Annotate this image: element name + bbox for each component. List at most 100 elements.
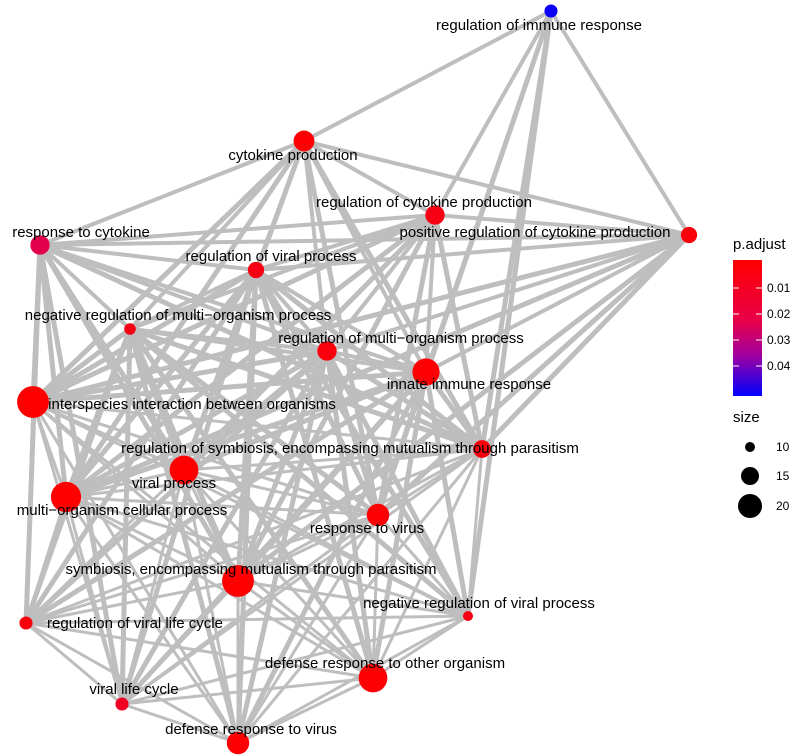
node-n5 <box>30 235 50 255</box>
edge-n11-n13 <box>64 447 484 499</box>
edge-n2-n8 <box>302 139 329 353</box>
node-n10 <box>17 386 49 418</box>
edge-n5-n6 <box>38 243 258 272</box>
edge-n4-n6 <box>254 233 691 272</box>
node-n8 <box>317 341 337 361</box>
size-legend-items: 10 15 20 <box>738 440 790 518</box>
node-label-n1: regulation of immune response <box>436 17 642 34</box>
edge-n14-n20 <box>236 513 380 745</box>
edge-n11-n16 <box>466 447 484 618</box>
node-label-n16: negative regulation of viral process <box>363 595 595 612</box>
edge-n11-n12 <box>182 447 484 472</box>
edge-n6-n17 <box>23 267 259 626</box>
edge-n8-n17 <box>23 348 330 626</box>
edge-n14-n16 <box>376 513 470 618</box>
node-label-n3: regulation of cytokine production <box>316 194 532 211</box>
edge-n14-n18 <box>371 513 380 680</box>
node-label-n7: negative regulation of multi−organism pr… <box>25 307 331 324</box>
edge-n19-n20 <box>120 702 240 745</box>
edge-n4-n15 <box>235 232 692 584</box>
edge-n9-n14 <box>375 369 429 518</box>
edge-n6-n18 <box>253 267 376 681</box>
edge-n13-n19 <box>64 495 124 706</box>
node-n3 <box>425 205 445 225</box>
node-label-n20: defense response to virus <box>165 721 337 738</box>
node-label-n17: regulation of viral life cycle <box>47 615 223 632</box>
color-legend-tick-label: 0.02 <box>767 307 791 321</box>
edge-n14-n19 <box>120 513 380 706</box>
node-n17 <box>19 616 33 630</box>
edge-n8-n15 <box>235 348 330 584</box>
edge-n8-n9 <box>325 349 428 374</box>
edge-n15-n18 <box>236 579 375 680</box>
node-n4 <box>680 226 698 244</box>
edge-n6-n9 <box>254 268 428 374</box>
edge-n10-n17 <box>24 400 35 625</box>
node-label-n10: interspecies interaction between organis… <box>48 396 336 413</box>
edge-n4-n9 <box>424 233 691 374</box>
edge-n10-n15 <box>31 400 240 583</box>
network-nodes <box>17 4 698 755</box>
edge-n11-n17 <box>24 447 484 625</box>
edge-n9-n18 <box>370 369 429 681</box>
size-legend-label: 10 <box>776 440 790 454</box>
edge-n3-n5 <box>38 213 437 247</box>
edge-n13-n18 <box>64 495 375 680</box>
color-legend-tick-label: 0.03 <box>767 333 791 347</box>
size-legend-label: 20 <box>776 499 790 513</box>
edge-n1-n16 <box>465 8 554 619</box>
edge-n5-n13 <box>37 242 69 500</box>
node-label-n12: viral process <box>132 475 216 492</box>
edge-n14-n15 <box>236 513 380 583</box>
edge-n9-n10 <box>30 369 429 405</box>
node-label-n14: response to virus <box>310 520 424 537</box>
edge-n8-n11 <box>324 348 485 452</box>
edge-n15-n17 <box>24 579 240 625</box>
edge-n16-n19 <box>120 614 470 706</box>
node-n11 <box>473 440 491 458</box>
edge-n10-n11 <box>31 400 484 451</box>
edge-n15-n19 <box>120 579 240 706</box>
edge-n8-n10 <box>30 348 330 405</box>
edge-n7-n9 <box>128 327 428 374</box>
edge-n12-n15 <box>182 468 240 583</box>
node-n20 <box>226 731 250 755</box>
size-legend-dot <box>745 442 755 452</box>
node-n13 <box>50 481 82 513</box>
edge-n9-n20 <box>235 369 429 746</box>
edge-n6-n8 <box>254 268 329 353</box>
size-legend-dot <box>741 467 759 485</box>
node-label-n9: innate immune response <box>387 376 551 393</box>
edge-n9-n11 <box>423 369 485 452</box>
edge-n7-n14 <box>127 326 381 518</box>
edge-n2-n5 <box>38 139 306 247</box>
edge-n14-n17 <box>24 513 380 625</box>
network-edges <box>23 8 692 746</box>
edge-n3-n4 <box>433 213 691 237</box>
node-n16 <box>463 611 473 621</box>
edge-n9-n16 <box>423 369 471 619</box>
network-labels: regulation of immune response cytokine pr… <box>12 17 670 738</box>
edge-n16-n17 <box>24 614 470 625</box>
node-n15 <box>222 565 254 597</box>
node-label-n13: multi−organism cellular process <box>17 502 228 519</box>
edge-n10-n20 <box>31 400 240 745</box>
edge-n13-n17 <box>24 495 68 625</box>
size-legend-label: 15 <box>776 469 790 483</box>
edge-n17-n20 <box>24 621 240 745</box>
edge-n4-n8 <box>325 233 691 353</box>
color-legend-ticks: 0.010.020.030.04 <box>733 281 791 373</box>
edge-n12-n20 <box>182 468 240 745</box>
edge-n7-n20 <box>127 326 241 746</box>
edge-n12-n16 <box>182 468 470 618</box>
node-n19 <box>115 697 129 711</box>
edge-n2-n3 <box>302 139 437 217</box>
node-n2 <box>293 130 315 152</box>
node-label-n19: viral life cycle <box>89 681 178 698</box>
node-label-n8: regulation of multi−organism process <box>278 330 524 347</box>
color-legend-tick-label: 0.01 <box>767 281 791 295</box>
color-legend-bar <box>733 260 762 396</box>
color-legend-title: p.adjust <box>733 236 786 253</box>
node-label-n2: cytokine production <box>228 147 357 164</box>
